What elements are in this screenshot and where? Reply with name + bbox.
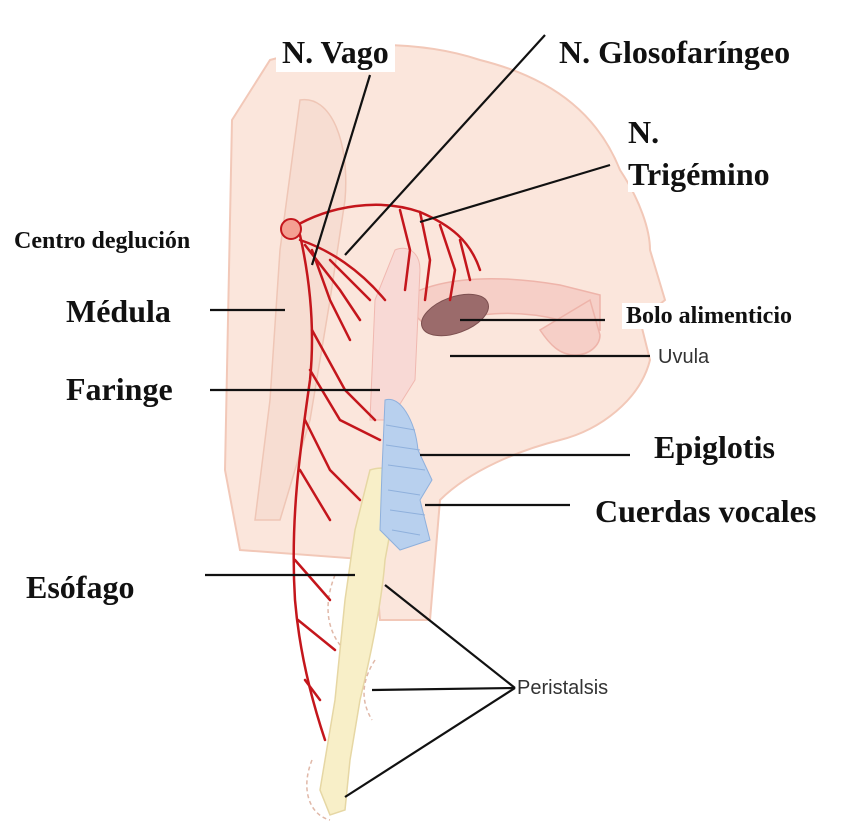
label-trigemino-line2: Trigémino [628,157,770,192]
leader-peristalsis-1 [385,585,515,688]
label-medula: Médula [66,294,171,329]
label-esofago: Esófago [22,570,138,605]
label-cuerdas-vocales: Cuerdas vocales [591,494,820,529]
peristalsis-bulge-1 [328,575,340,645]
label-centro-deglucion: Centro deglución [10,228,194,254]
label-trigemino-line1: N. [628,115,659,150]
leader-peristalsis-3 [345,688,515,797]
label-vago: N. Vago [276,33,395,72]
leader-peristalsis-2 [372,688,515,690]
label-faringe: Faringe [66,372,173,407]
label-bolo-alimenticio: Bolo alimenticio [622,303,796,329]
swallowing-center-dot [281,219,301,239]
label-uvula: Uvula [658,346,709,368]
label-epiglotis: Epiglotis [650,430,779,465]
label-peristalsis: Peristalsis [517,677,608,699]
label-glosofaringeo: N. Glosofaríngeo [555,33,794,72]
